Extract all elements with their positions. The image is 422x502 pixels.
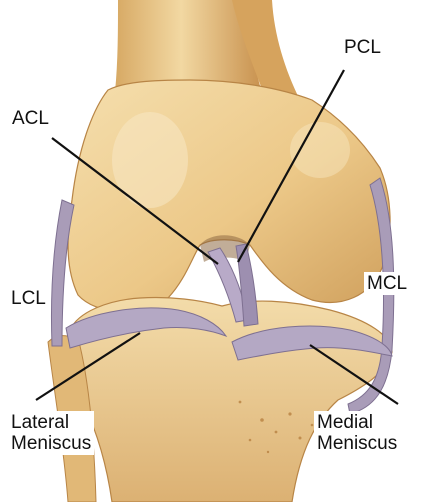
lateral-meniscus-label-line1: Lateral — [11, 412, 91, 433]
mcl-label: MCL — [364, 272, 410, 295]
medial-meniscus-label: Medial Meniscus — [314, 411, 400, 455]
pcl-label: PCL — [341, 36, 384, 59]
lateral-meniscus-label: Lateral Meniscus — [8, 411, 94, 455]
lateral-meniscus-label-line2: Meniscus — [11, 433, 91, 454]
acl-label: ACL — [9, 107, 52, 130]
lcl-label: LCL — [8, 287, 49, 310]
medial-meniscus-label-line2: Meniscus — [317, 433, 397, 454]
medial-meniscus-label-line1: Medial — [317, 412, 397, 433]
